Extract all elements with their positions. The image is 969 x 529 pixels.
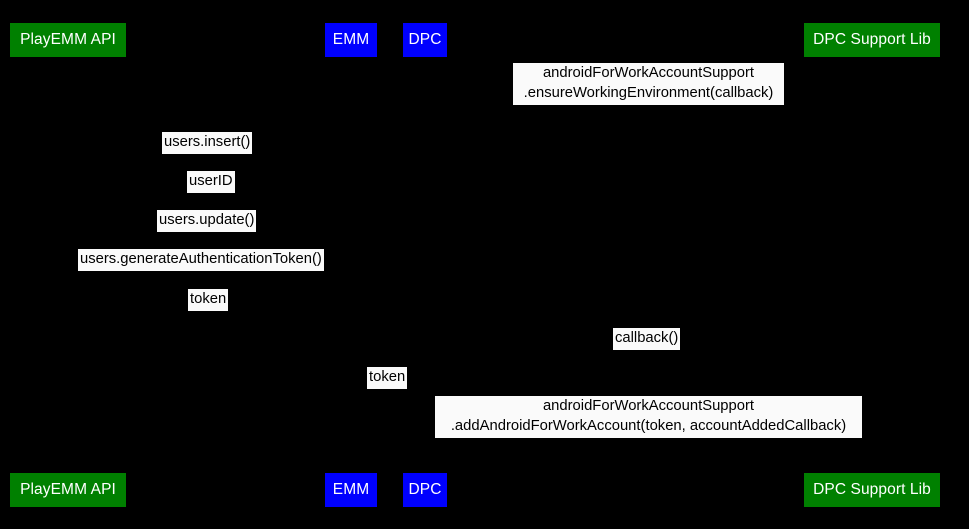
participant-header-dpc-top[interactable]: DPC [403,23,447,57]
message-line-2: .ensureWorkingEnvironment(callback) [523,84,774,101]
message-user-id: userID [187,171,235,193]
participant-footer-dpc-bottom[interactable]: DPC [403,473,447,507]
message-add-android-for-work-account: androidForWorkAccountSupport .addAndroid… [435,396,862,438]
message-line-2: .addAndroidForWorkAccount(token, account… [450,417,847,434]
participant-header-playemm-api-top[interactable]: PlayEMM API [10,23,126,57]
message-token-to-dpc: token [367,367,408,389]
message-token-to-emm: token [188,289,229,311]
message-users-insert: users.insert() [162,132,253,154]
participant-footer-playemm-api-bottom[interactable]: PlayEMM API [10,473,126,507]
message-callback: callback() [613,328,681,350]
message-line-1: androidForWorkAccountSupport [542,398,755,414]
participant-header-emm-top[interactable]: EMM [325,23,377,57]
participant-label: EMM [332,481,370,499]
participant-header-dpc-support-lib-top[interactable]: DPC Support Lib [804,23,940,57]
participant-label: DPC [408,31,442,49]
participant-label: DPC [408,481,442,499]
participant-label: DPC Support Lib [813,31,931,49]
participant-footer-dpc-support-lib-bottom[interactable]: DPC Support Lib [804,473,940,507]
participant-label: PlayEMM API [20,31,116,49]
participant-label: EMM [332,31,370,49]
participant-footer-emm-bottom[interactable]: EMM [325,473,377,507]
message-users-generate-authentication-token: users.generateAuthenticationToken() [78,249,324,271]
message-line-1: androidForWorkAccountSupport [542,65,755,81]
participant-label: PlayEMM API [20,481,116,499]
message-ensure-working-environment: androidForWorkAccountSupport .ensureWork… [513,63,784,105]
participant-label: DPC Support Lib [813,481,931,499]
message-users-update: users.update() [157,210,257,232]
